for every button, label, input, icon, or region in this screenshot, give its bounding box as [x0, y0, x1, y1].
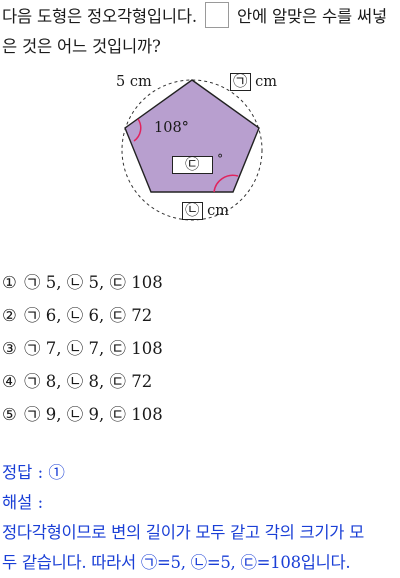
circumscribed-circle — [121, 79, 263, 221]
question-part1: 다음 도형은 정오각형입니다. — [2, 7, 197, 26]
option-number: ① — [2, 273, 17, 292]
side-length-label: 5 cm — [116, 74, 152, 90]
option-2[interactable]: ② ㉠ 6, ㉡ 6, ㉢ 72 — [2, 301, 165, 334]
question-part2: 안에 알맞은 수를 써넣은 것은 어느 것입니까? — [2, 7, 387, 56]
angle-mark-bottom-right — [213, 174, 239, 193]
option-text: ㉠ 9, ㉡ 9, ㉢ 108 — [24, 405, 163, 424]
option-number: ② — [2, 306, 17, 325]
blank-box-icon — [204, 2, 229, 28]
answer-section: 정답 : ① 해설 : 정다각형이므로 변의 길이가 모두 같고 각의 크기가 … — [2, 458, 398, 578]
explanation-label: 해설 : — [2, 493, 44, 512]
explanation-line-1: 정다각형이므로 변의 길이가 모두 같고 각의 크기가 모 — [2, 523, 364, 542]
blank-mid-glyph: ㉢ — [172, 156, 213, 174]
option-4[interactable]: ④ ㉠ 8, ㉡ 8, ㉢ 72 — [2, 367, 165, 400]
blank-bottom-glyph: ㉡ — [182, 202, 203, 220]
blank-mid: ㉢ ° — [172, 152, 223, 174]
option-number: ③ — [2, 339, 17, 358]
option-1[interactable]: ① ㉠ 5, ㉡ 5, ㉢ 108 — [2, 268, 165, 301]
option-text: ㉠ 6, ㉡ 6, ㉢ 72 — [24, 306, 153, 325]
blank-bottom-unit: cm — [207, 203, 229, 219]
option-3[interactable]: ③ ㉠ 7, ㉡ 7, ㉢ 108 — [2, 334, 165, 367]
blank-top: ㉠ cm — [230, 73, 277, 91]
option-number: ④ — [2, 372, 17, 391]
explanation-line-2: 두 같습니다. 따라서 ㉠=5, ㉡=5, ㉢=108입니다. — [2, 553, 351, 572]
option-text: ㉠ 7, ㉡ 7, ㉢ 108 — [24, 339, 163, 358]
option-5[interactable]: ⑤ ㉠ 9, ㉡ 9, ㉢ 108 — [2, 400, 165, 433]
pentagon-shape — [124, 79, 260, 193]
option-number: ⑤ — [2, 405, 17, 424]
answer-label: 정답 : ① — [2, 463, 65, 482]
blank-top-glyph: ㉠ — [230, 73, 251, 91]
option-text: ㉠ 8, ㉡ 8, ㉢ 72 — [24, 372, 153, 391]
option-text: ㉠ 5, ㉡ 5, ㉢ 108 — [24, 273, 163, 292]
pentagon-figure: 5 cm ㉠ cm 108° ㉢ ° ㉡ cm — [110, 68, 290, 228]
options-list: ① ㉠ 5, ㉡ 5, ㉢ 108 ② ㉠ 6, ㉡ 6, ㉢ 72 ③ ㉠ 7… — [2, 268, 165, 433]
angle-mark-left — [133, 118, 142, 142]
question-text: 다음 도형은 정오각형입니다. 안에 알맞은 수를 써넣은 것은 어느 것입니까… — [2, 2, 398, 62]
angle-label: 108° — [154, 120, 189, 136]
blank-bottom: ㉡ cm — [182, 202, 229, 220]
blank-mid-unit: ° — [217, 152, 224, 166]
blank-top-unit: cm — [255, 74, 277, 90]
pentagon-svg — [121, 79, 263, 221]
